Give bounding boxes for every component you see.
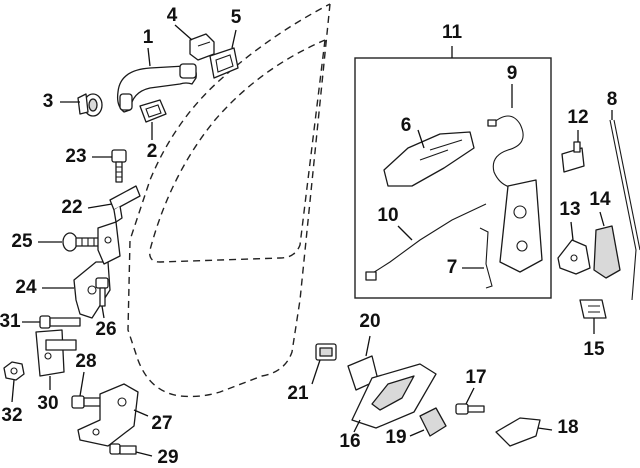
part-12-bumper bbox=[561, 141, 585, 173]
part-31-bolt bbox=[39, 315, 81, 329]
callout-27: 27 bbox=[151, 413, 172, 434]
leader-16 bbox=[353, 419, 361, 433]
callout-12: 12 bbox=[567, 107, 588, 128]
leader-1 bbox=[147, 47, 151, 67]
callout-3: 3 bbox=[43, 91, 54, 112]
part-1-outer-handle bbox=[116, 63, 197, 113]
part-21-switch bbox=[315, 343, 337, 361]
callout-4: 4 bbox=[167, 5, 178, 26]
callout-13: 13 bbox=[559, 199, 580, 220]
part-17-screw bbox=[455, 403, 485, 415]
callout-10: 10 bbox=[377, 205, 398, 226]
part-2-gasket bbox=[139, 99, 167, 123]
callout-21: 21 bbox=[287, 383, 309, 404]
part-32-nut bbox=[3, 361, 25, 381]
part-16-inside-handle bbox=[351, 363, 437, 429]
callout-32: 32 bbox=[1, 405, 22, 426]
part-25-bolt bbox=[62, 232, 101, 252]
callout-31: 31 bbox=[0, 311, 21, 332]
part-28-bolt bbox=[71, 395, 111, 409]
door-outline bbox=[127, 3, 331, 398]
callout-30: 30 bbox=[37, 393, 58, 414]
callout-7: 7 bbox=[447, 257, 458, 278]
leader-5 bbox=[231, 29, 237, 49]
leader-6 bbox=[417, 129, 425, 149]
callout-26: 26 bbox=[95, 319, 116, 340]
part-22-bracket bbox=[109, 185, 141, 223]
callout-25: 25 bbox=[11, 231, 33, 252]
callout-28: 28 bbox=[75, 351, 96, 372]
leader-17 bbox=[465, 387, 475, 405]
callout-1: 1 bbox=[143, 27, 154, 48]
leader-19 bbox=[409, 429, 425, 437]
callout-17: 17 bbox=[465, 367, 486, 388]
callout-18: 18 bbox=[557, 417, 578, 438]
part-7-rod bbox=[479, 227, 493, 289]
callout-15: 15 bbox=[583, 339, 605, 360]
part-8-rod bbox=[609, 119, 640, 301]
latch-assembly bbox=[499, 179, 543, 273]
part-13-bracket bbox=[557, 239, 591, 275]
leader-14 bbox=[599, 211, 605, 227]
part-5-seal bbox=[209, 47, 239, 79]
part-18-bezel bbox=[495, 417, 541, 447]
callout-8: 8 bbox=[607, 89, 618, 110]
leader-20 bbox=[365, 335, 371, 357]
part-6-handle-bracket bbox=[383, 131, 475, 187]
callout-22: 22 bbox=[61, 197, 82, 218]
leader-29 bbox=[135, 451, 153, 457]
part-9-cable bbox=[487, 115, 524, 189]
callout-24: 24 bbox=[15, 277, 37, 298]
leader-13 bbox=[570, 221, 574, 241]
assembly-box bbox=[354, 57, 552, 299]
leader-32 bbox=[11, 379, 15, 403]
part-3-lock-cylinder bbox=[77, 93, 103, 117]
leader-27 bbox=[133, 409, 149, 417]
leader-4 bbox=[174, 24, 193, 41]
part-24-hinge bbox=[73, 221, 121, 319]
part-19-trim bbox=[419, 407, 447, 437]
leader-10 bbox=[397, 225, 413, 241]
part-10-cable bbox=[365, 203, 487, 281]
callout-19: 19 bbox=[385, 427, 406, 448]
callout-11: 11 bbox=[442, 22, 463, 43]
callout-5: 5 bbox=[231, 7, 242, 28]
leader-28 bbox=[79, 371, 85, 397]
callout-14: 14 bbox=[589, 189, 611, 210]
callout-2: 2 bbox=[147, 141, 158, 162]
leader-18 bbox=[537, 427, 553, 431]
callout-9: 9 bbox=[507, 63, 518, 84]
leader-22 bbox=[87, 203, 113, 209]
part-27-lower-hinge bbox=[77, 383, 139, 447]
part-23-bolt bbox=[111, 149, 127, 183]
part-15-pin bbox=[579, 299, 607, 319]
callout-29: 29 bbox=[157, 447, 178, 468]
callout-23: 23 bbox=[65, 146, 86, 167]
callout-16: 16 bbox=[339, 431, 360, 452]
callout-6: 6 bbox=[401, 115, 412, 136]
leader-26 bbox=[101, 305, 105, 319]
callout-20: 20 bbox=[359, 311, 380, 332]
part-29-bolt bbox=[109, 443, 137, 455]
leader-21 bbox=[311, 359, 321, 385]
part-14-cover bbox=[593, 225, 621, 279]
part-30-door-check bbox=[35, 329, 77, 377]
